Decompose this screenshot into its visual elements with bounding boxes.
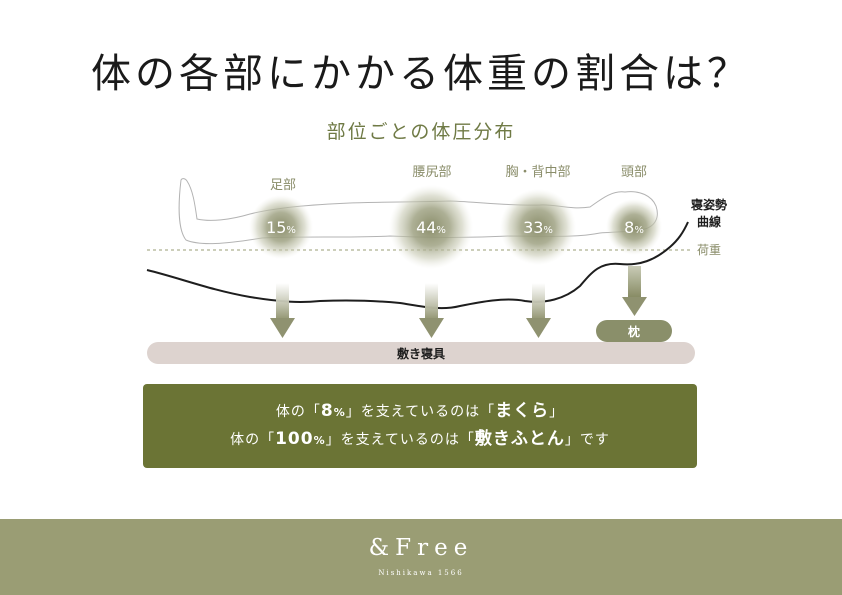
message-text: 体の「 bbox=[230, 432, 276, 448]
part-label-head: 頭部 bbox=[621, 165, 647, 180]
load-arrow-back bbox=[526, 283, 551, 338]
message-value: 100 bbox=[275, 429, 314, 449]
message-target: まくら bbox=[495, 401, 550, 421]
percent-back-unit: % bbox=[543, 225, 553, 236]
part-label-hips: 腰尻部 bbox=[412, 165, 451, 180]
page-title: 体の各部にかかる体重の割合は？ bbox=[91, 51, 751, 97]
bedding bbox=[147, 342, 695, 364]
posture-curve bbox=[146, 221, 689, 310]
posture-curve-label-2: 曲線 bbox=[697, 214, 721, 229]
message-line-pillow: 体の「8%」を支えているのは「まくら」 bbox=[276, 398, 564, 426]
percent-back-value: 33 bbox=[523, 218, 543, 237]
pillow-label: 枕 bbox=[628, 324, 640, 339]
brand-logo: &Free bbox=[368, 535, 474, 561]
message-text: 体の「 bbox=[275, 404, 321, 420]
body-outline bbox=[178, 178, 658, 245]
brand-subtitle: Nishikawa 1566 bbox=[378, 569, 464, 577]
message-text: 」を支えているのは「 bbox=[325, 432, 475, 448]
bedding-label: 敷き寝具 bbox=[397, 346, 445, 361]
percent-feet-unit: % bbox=[286, 225, 296, 236]
pressure-circle-back bbox=[500, 189, 576, 265]
message-text: 」 bbox=[549, 404, 565, 420]
pressure-circle-feet bbox=[249, 195, 313, 259]
load-label: 荷重 bbox=[697, 243, 721, 257]
pillow bbox=[596, 320, 672, 342]
body-pressure-diagram: 足部 腰尻部 胸・背中部 頭部 15% 44% 33% 8% 寝姿勢 曲線 荷重… bbox=[146, 165, 727, 364]
percent-feet: 15% bbox=[266, 218, 296, 237]
pressure-circle-hips bbox=[389, 185, 473, 269]
load-arrow-hips bbox=[419, 283, 444, 338]
percent-head-unit: % bbox=[634, 225, 644, 236]
message-target: 敷きふとん bbox=[474, 429, 565, 449]
footer-band bbox=[0, 519, 842, 595]
percent-hips-value: 44 bbox=[416, 218, 436, 237]
message-panel: 体の「8%」を支えているのは「まくら」 体の「100%」を支えているのは「敷きふ… bbox=[143, 384, 697, 468]
pressure-circle-head bbox=[606, 199, 662, 255]
diagram-subtitle: 部位ごとの体圧分布 bbox=[326, 121, 516, 143]
message-unit: % bbox=[313, 434, 326, 447]
percent-back: 33% bbox=[523, 218, 553, 237]
part-label-feet: 足部 bbox=[270, 178, 296, 193]
part-label-back: 胸・背中部 bbox=[505, 165, 570, 180]
percent-head-value: 8 bbox=[624, 218, 634, 237]
message-text: 」を支えているのは「 bbox=[345, 404, 496, 420]
percent-head: 8% bbox=[624, 218, 644, 237]
load-arrow-feet bbox=[270, 283, 295, 338]
message-value: 8 bbox=[320, 401, 334, 421]
message-unit: % bbox=[333, 406, 346, 419]
percent-hips: 44% bbox=[416, 218, 446, 237]
percent-feet-value: 15 bbox=[266, 218, 286, 237]
message-line-futon: 体の「100%」を支えているのは「敷きふとん」です bbox=[230, 426, 610, 454]
message-text: 」です bbox=[564, 432, 610, 448]
posture-curve-label-1: 寝姿勢 bbox=[691, 197, 727, 212]
load-arrow-head bbox=[622, 266, 647, 316]
percent-hips-unit: % bbox=[436, 225, 446, 236]
